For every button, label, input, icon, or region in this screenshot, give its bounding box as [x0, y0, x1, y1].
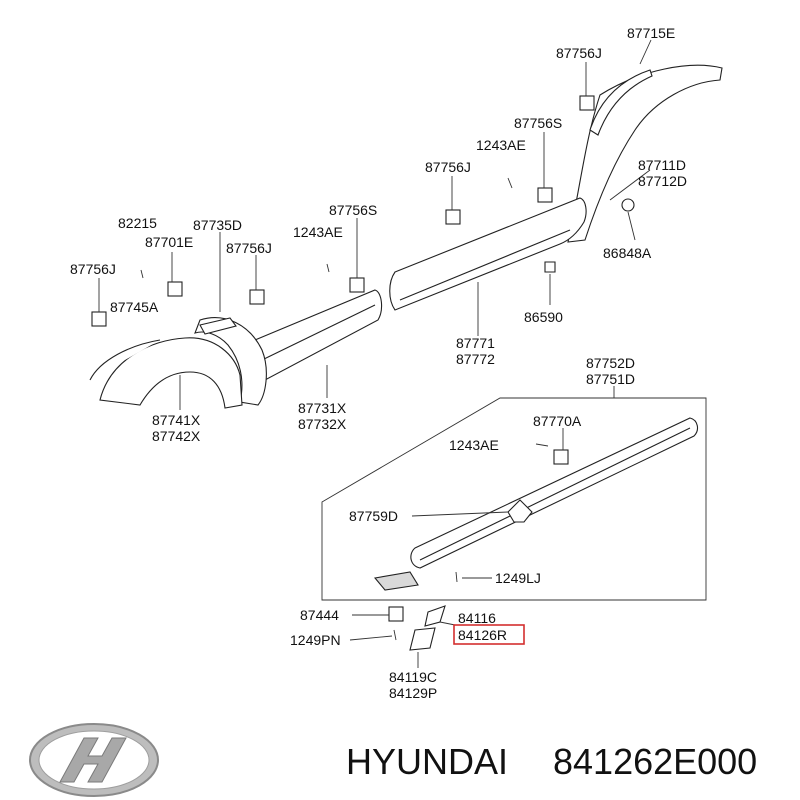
- label-86848A: 86848A: [603, 245, 652, 261]
- label-1243AE-sill: 1243AE: [449, 437, 499, 453]
- side-sill-molding: [373, 417, 699, 591]
- label-87756J-left: 87756J: [226, 240, 272, 256]
- label-82215: 82215: [118, 215, 157, 231]
- label-87444: 87444: [300, 607, 339, 623]
- label-87752D: 87752D: [586, 355, 635, 371]
- part-number: 841262E000: [553, 741, 757, 782]
- label-87756S-right: 87756S: [514, 115, 562, 131]
- label-84129P: 84129P: [389, 685, 437, 701]
- label-87756S-left: 87756S: [329, 202, 377, 218]
- label-84119C: 84119C: [389, 669, 437, 685]
- fastener-clips: [91, 95, 635, 651]
- label-87751D: 87751D: [586, 371, 635, 387]
- label-84126R: 84126R: [458, 627, 507, 643]
- front-fender-molding: [194, 317, 267, 406]
- label-87771: 87771: [456, 335, 495, 351]
- label-87756J-far-left: 87756J: [70, 261, 116, 277]
- sill-group-outline: [321, 397, 707, 601]
- label-87772: 87772: [456, 351, 495, 367]
- label-1249PN: 1249PN: [290, 632, 341, 648]
- label-87731X: 87731X: [298, 400, 347, 416]
- label-87712D: 87712D: [638, 173, 687, 189]
- label-1249LJ: 1249LJ: [495, 570, 541, 586]
- hyundai-logo-icon: [29, 723, 159, 797]
- label-87742X: 87742X: [152, 428, 201, 444]
- label-87745A: 87745A: [110, 299, 159, 315]
- label-87756J-top: 87756J: [556, 45, 602, 61]
- label-86590: 86590: [524, 309, 563, 325]
- brand-name: HYUNDAI: [346, 741, 508, 782]
- label-87741X: 87741X: [152, 412, 201, 428]
- label-87759D: 87759D: [349, 508, 398, 524]
- label-87711D: 87711D: [638, 157, 686, 173]
- highlighted-part-box: [453, 624, 525, 645]
- label-87735D: 87735D: [193, 217, 242, 233]
- leader-lines: [98, 39, 652, 668]
- label-87770A: 87770A: [533, 413, 582, 429]
- label-87715E: 87715E: [627, 25, 675, 41]
- label-87732X: 87732X: [298, 416, 347, 432]
- label-87756J-mid: 87756J: [425, 159, 471, 175]
- front-wheel-arch-molding: [89, 337, 243, 409]
- label-87701E: 87701E: [145, 234, 193, 250]
- label-1243AE-left: 1243AE: [293, 224, 343, 240]
- front-door-molding: [252, 289, 383, 381]
- part-labels: 87715E 87756J 87756S 1243AE 87756J 87711…: [70, 25, 687, 701]
- label-1243AE-right: 1243AE: [476, 137, 526, 153]
- rear-door-molding: [389, 197, 587, 311]
- label-84116: 84116: [458, 610, 496, 626]
- rear-wheel-arch-molding: [567, 64, 723, 243]
